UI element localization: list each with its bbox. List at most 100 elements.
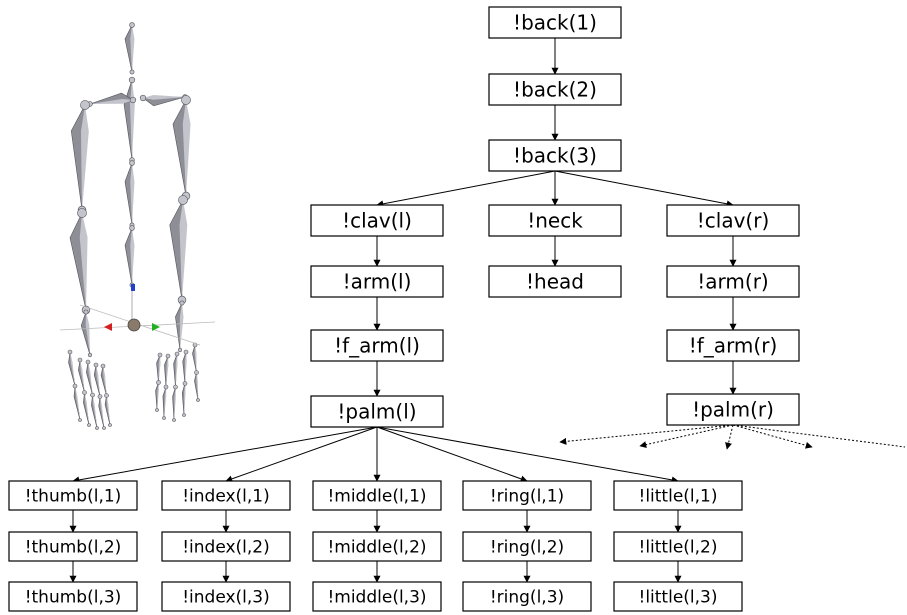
edge-palm_l-ring1 — [376, 426, 528, 483]
y-axis-arrow — [152, 323, 160, 331]
node-label: !little(l,3) — [639, 588, 718, 608]
bone-finger-right-5-a — [192, 342, 199, 375]
node-arm-r: !arm(r) — [666, 265, 800, 298]
node-box — [310, 265, 444, 298]
bone-finger-right-1-a — [156, 352, 163, 385]
node-box — [312, 531, 442, 562]
bone-finger-left-2-b — [82, 390, 91, 427]
bone-finger-right-5-b — [194, 370, 200, 402]
node-box — [8, 480, 138, 511]
bone-finger-left-1-a — [67, 349, 77, 388]
edge-back3-clav_r — [554, 170, 734, 208]
node-box — [613, 531, 743, 562]
bone-finger-right-4-b — [181, 381, 188, 417]
dotted-edge-palm-r-4 — [732, 424, 813, 449]
node-label: !f_arm(l) — [334, 334, 420, 358]
bone-finger-left-4-b — [97, 394, 106, 430]
bone-finger-right-3-a — [173, 351, 180, 389]
bone-spine-mid — [123, 76, 136, 163]
bone-forearm-right — [169, 195, 188, 305]
node-ring3: !ring(l,3) — [462, 581, 592, 612]
node-label: !middle(l,1) — [327, 487, 426, 507]
dotted-edge-palm-r-3 — [725, 424, 734, 450]
node-arm-l: !arm(l) — [310, 265, 444, 298]
node-label: !thumb(l,3) — [25, 588, 122, 608]
dotted-edge-palm-r-5 — [732, 424, 906, 448]
node-box — [666, 204, 800, 237]
node-label: !palm(r) — [692, 398, 774, 422]
node-back3: !back(3) — [488, 139, 622, 172]
node-box — [161, 531, 291, 562]
node-farm-r: !f_arm(r) — [666, 329, 800, 362]
node-label: !middle(l,3) — [327, 588, 426, 608]
armature-skeleton-illustration — [59, 22, 216, 430]
node-thumb3: !thumb(l,3) — [8, 581, 138, 612]
bone-upper-arm-right — [172, 95, 191, 201]
node-middle1: !middle(l,1) — [312, 480, 442, 511]
node-back1: !back(1) — [488, 6, 622, 39]
diagram-edges — [69, 38, 906, 583]
bone-finger-left-3-b — [90, 392, 99, 430]
bone-forearm-left — [69, 208, 91, 315]
bone-finger-left-5-b — [104, 393, 112, 427]
node-label: !arm(r) — [697, 270, 768, 294]
bone-clavicle-right — [139, 94, 188, 107]
node-middle2: !middle(l,2) — [312, 531, 442, 562]
node-box — [312, 480, 442, 511]
node-farm-l: !f_arm(l) — [310, 329, 444, 362]
node-middle3: !middle(l,3) — [312, 581, 442, 612]
node-box — [462, 480, 592, 511]
bone-palm-right — [175, 300, 185, 353]
node-box — [310, 395, 444, 428]
node-box — [613, 480, 743, 511]
node-index3: !index(l,3) — [161, 581, 291, 612]
edge-back3-clav_l — [376, 170, 556, 208]
x-axis-arrow — [104, 323, 112, 331]
node-box — [666, 329, 800, 362]
node-box — [8, 531, 138, 562]
node-label: !index(l,2) — [182, 538, 270, 558]
z-axis-marker — [131, 284, 135, 291]
node-label: !clav(l) — [342, 209, 412, 233]
node-clav-l: !clav(l) — [310, 204, 444, 237]
bone-palm-left — [80, 309, 93, 358]
node-clav-r: !clav(r) — [666, 204, 800, 237]
bone-finger-left-4-a — [93, 362, 102, 399]
bone-finger-right-2-a — [164, 353, 171, 389]
node-label: !ring(l,3) — [490, 588, 564, 608]
dotted-edge-palm-r-1 — [559, 424, 734, 445]
node-index1: !index(l,1) — [161, 480, 291, 511]
bone-finger-right-1-b — [155, 380, 161, 412]
node-box — [310, 204, 444, 237]
diagram-nodes: !back(1)!back(2)!back(3)!clav(l)!neck!cl… — [8, 6, 800, 612]
node-box — [488, 139, 622, 172]
node-label: !little(l,1) — [639, 487, 718, 507]
origin-marker — [127, 318, 141, 332]
node-box — [161, 581, 291, 612]
bone-finger-left-5-a — [100, 363, 109, 398]
bone-clavicle-left — [87, 92, 137, 107]
node-head: !head — [488, 265, 622, 298]
node-thumb1: !thumb(l,1) — [8, 480, 138, 511]
node-label: !thumb(l,2) — [25, 538, 122, 558]
node-label: !back(1) — [513, 11, 597, 35]
node-label: !arm(l) — [343, 270, 412, 294]
edge-palm_l-index1 — [225, 426, 378, 483]
node-label: !ring(l,1) — [490, 487, 564, 507]
edge-palm_l-little1 — [376, 426, 679, 484]
node-label: !middle(l,2) — [327, 538, 426, 558]
node-label: !little(l,2) — [639, 538, 718, 558]
bone-spine-upper — [124, 22, 135, 75]
node-label: !ring(l,2) — [490, 538, 564, 558]
node-label: !index(l,3) — [182, 588, 270, 608]
bone-spine-lower — [124, 160, 135, 228]
node-little1: !little(l,1) — [613, 480, 743, 511]
node-label: !palm(l) — [337, 400, 416, 424]
node-box — [312, 581, 442, 612]
node-thumb2: !thumb(l,2) — [8, 531, 138, 562]
bone-finger-left-1-b — [72, 383, 82, 422]
node-label: !back(2) — [513, 78, 597, 102]
edge-palm_l-thumb1 — [72, 426, 378, 484]
node-box — [488, 265, 622, 298]
